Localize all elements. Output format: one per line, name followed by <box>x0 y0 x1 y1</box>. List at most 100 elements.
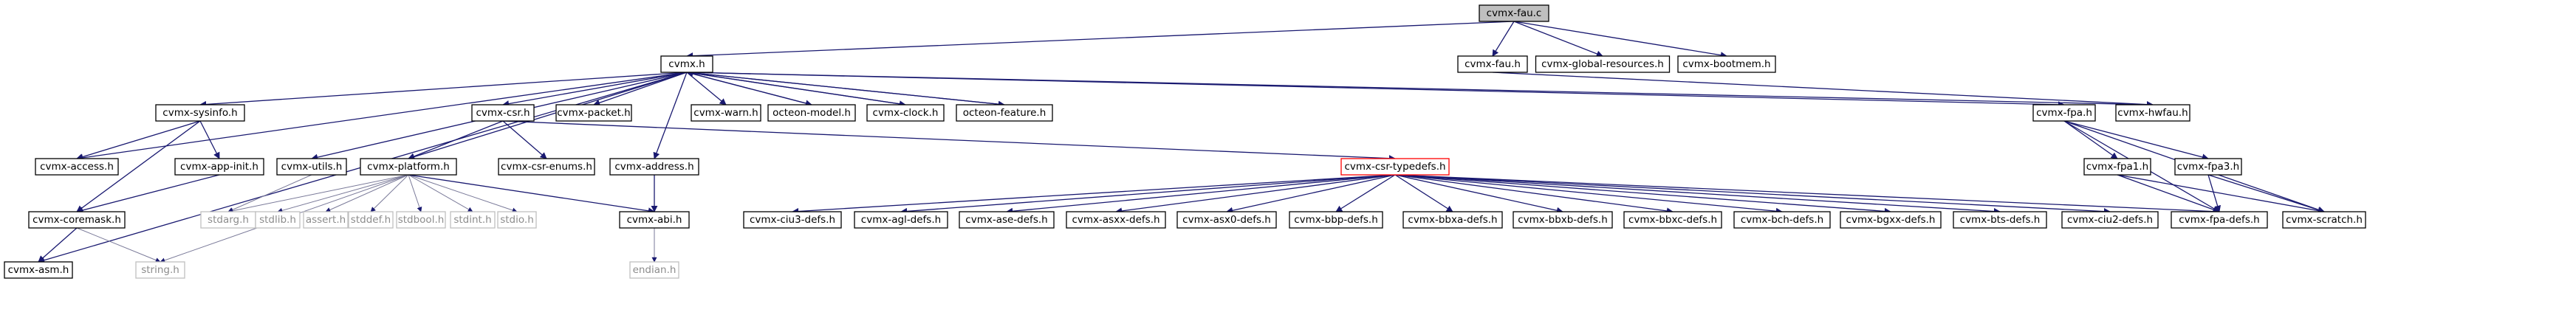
file-node-cvmx-h[interactable]: cvmx.h <box>660 55 713 73</box>
file-node-cvmx-csr-enums-h[interactable]: cvmx-csr-enums.h <box>498 158 595 176</box>
file-node-cvmx-global-resources-h[interactable]: cvmx-global-resources.h <box>1535 55 1671 73</box>
file-node-cvmx-fau-h[interactable]: cvmx-fau.h <box>1457 55 1528 73</box>
file-node-cvmx-ciu2-defs-h[interactable]: cvmx-ciu2-defs.h <box>2061 211 2159 229</box>
edge-cvmx-fpa-h-to-cvmx-fpa1-h <box>2063 120 2118 159</box>
edge-cvmx-csr-typedefs-h-to-cvmx-agl-defs-h <box>900 174 1396 215</box>
file-node-cvmx-coremask-h[interactable]: cvmx-coremask.h <box>28 211 126 229</box>
edge-cvmx-platform-h-to-stdarg-h <box>227 174 409 214</box>
file-node-cvmx-scratch-h[interactable]: cvmx-scratch.h <box>2282 211 2366 229</box>
file-node-cvmx-bch-defs-h[interactable]: cvmx-bch-defs.h <box>1733 211 1831 229</box>
edge-cvmx-sysinfo-h-to-cvmx-coremask-h <box>76 120 201 212</box>
file-node-string-h: string.h <box>135 261 185 279</box>
file-node-cvmx-utils-h[interactable]: cvmx-utils.h <box>276 158 347 176</box>
edge-cvmx-h-to-cvmx-address-h <box>653 72 688 159</box>
file-node-cvmx-access-h[interactable]: cvmx-access.h <box>35 158 119 176</box>
file-node-label: cvmx-bbxc-defs.h <box>1628 214 1717 226</box>
file-node-stdio-h: stdio.h <box>497 211 537 229</box>
file-node-label: cvmx-ase-defs.h <box>965 214 1047 226</box>
file-nodes: cvmx-fau.c cvmx-fau.h cvmx-global-resource… <box>4 4 2366 279</box>
file-node-label: cvmx-hwfau.h <box>2117 107 2188 119</box>
edge-cvmx-app-init-h-to-cvmx-coremask-h <box>76 174 220 214</box>
edge-cvmx-h-to-cvmx-access-h <box>76 72 688 162</box>
file-node-label: cvmx-bch-defs.h <box>1741 214 1823 226</box>
edge-cvmx-utils-h-to-stdarg-h <box>227 174 312 212</box>
edge-cvmx-csr-h-to-cvmx-csr-enums-h <box>502 120 547 159</box>
edge-octeon-model-h-to-cvmx-h <box>686 70 812 105</box>
file-node-cvmx-bootmem-h[interactable]: cvmx-bootmem.h <box>1677 55 1776 73</box>
edge-cvmx-sysinfo-h-to-cvmx-access-h <box>76 120 201 160</box>
file-node-label: cvmx-warn.h <box>693 107 758 119</box>
file-node-label: cvmx-bootmem.h <box>1682 58 1770 70</box>
file-node-cvmx-fau-c[interactable]: cvmx-fau.c <box>1479 4 1549 22</box>
file-node-cvmx-fpa-h[interactable]: cvmx-fpa.h <box>2032 104 2096 122</box>
file-node-cvmx-agl-defs-h[interactable]: cvmx-agl-defs.h <box>854 211 948 229</box>
file-node-label: cvmx-fau.h <box>1465 58 1521 70</box>
edge-cvmx-h-to-cvmx-sysinfo-h <box>199 72 688 108</box>
file-node-cvmx-packet-h[interactable]: cvmx-packet.h <box>555 104 632 122</box>
file-node-cvmx-app-init-h[interactable]: cvmx-app-init.h <box>174 158 264 176</box>
edge-cvmx-fpa1-h-to-cvmx-scratch-h <box>2117 174 2325 215</box>
file-node-cvmx-asxx-defs-h[interactable]: cvmx-asxx-defs.h <box>1066 211 1166 229</box>
edge-cvmx-platform-h-to-stdlib-h <box>277 174 409 213</box>
edge-cvmx-h-to-cvmx-hwfau-h <box>686 72 2154 108</box>
file-node-cvmx-bbxb-defs-h[interactable]: cvmx-bbxb-defs.h <box>1513 211 1613 229</box>
file-node-cvmx-bbp-defs-h[interactable]: cvmx-bbp-defs.h <box>1289 211 1383 229</box>
file-node-endian-h: endian.h <box>629 261 679 279</box>
edge-cvmx-csr-typedefs-h-to-cvmx-bbxc-defs-h <box>1394 174 1674 215</box>
file-node-cvmx-fpa-defs-h[interactable]: cvmx-fpa-defs.h <box>2171 211 2268 229</box>
file-node-label: cvmx-fpa1.h <box>2086 161 2148 173</box>
file-node-label: cvmx-utils.h <box>281 161 343 173</box>
file-node-cvmx-asx0-defs-h[interactable]: cvmx-asx0-defs.h <box>1176 211 1277 229</box>
file-node-cvmx-warn-h[interactable]: cvmx-warn.h <box>691 104 761 122</box>
edge-cvmx-platform-h-to-stdio-h <box>408 174 518 213</box>
edge-cvmx-fpa3-h-to-cvmx-scratch-h <box>2207 174 2325 213</box>
file-node-assert-h: assert.h <box>303 211 349 229</box>
file-node-stdint-h: stdint.h <box>450 211 496 229</box>
file-node-cvmx-ase-defs-h[interactable]: cvmx-ase-defs.h <box>959 211 1055 229</box>
edge-cvmx-platform-h-to-stddef-h <box>370 174 409 212</box>
edge-cvmx-fau-c-to-cvmx-fau-h <box>1492 21 1515 57</box>
file-node-label: stdbool.h <box>398 214 445 226</box>
edge-cvmx-csr-typedefs-h-to-cvmx-asx0-defs-h <box>1226 174 1396 214</box>
edge-cvmx-h-to-cvmx-csr-h <box>502 72 688 108</box>
file-node-label: cvmx-agl-defs.h <box>861 214 941 226</box>
file-node-cvmx-bts-defs-h[interactable]: cvmx-bts-defs.h <box>1953 211 2047 229</box>
edge-cvmx-csr-typedefs-h-to-cvmx-bbp-defs-h <box>1335 174 1396 212</box>
file-node-cvmx-clock-h[interactable]: cvmx-clock.h <box>866 104 945 122</box>
file-node-cvmx-sysinfo-h[interactable]: cvmx-sysinfo.h <box>155 104 245 122</box>
file-node-cvmx-platform-h[interactable]: cvmx-platform.h <box>360 158 457 176</box>
file-node-label: cvmx-address.h <box>614 161 693 173</box>
file-node-label: stdlib.h <box>259 214 296 226</box>
file-node-octeon-feature-h[interactable]: octeon-feature.h <box>956 104 1053 122</box>
file-node-cvmx-bgxx-defs-h[interactable]: cvmx-bgxx-defs.h <box>1840 211 1942 229</box>
file-node-cvmx-fpa3-h[interactable]: cvmx-fpa3.h <box>2174 158 2242 176</box>
file-node-cvmx-fpa1-h[interactable]: cvmx-fpa1.h <box>2083 158 2151 176</box>
file-node-label: stdarg.h <box>208 214 249 226</box>
edge-cvmx-csr-typedefs-h-to-cvmx-asxx-defs-h <box>1115 174 1396 215</box>
edge-cvmx-fpa-h-to-cvmx-fpa3-h <box>2063 120 2209 161</box>
file-node-label: cvmx-asx0-defs.h <box>1182 214 1271 226</box>
file-node-label: cvmx-ciu3-defs.h <box>750 214 835 226</box>
file-node-octeon-model-h[interactable]: octeon-model.h <box>767 104 856 122</box>
edge-cvmx-h-to-cvmx-warn-h <box>686 72 727 105</box>
edge-cvmx-csr-typedefs-h-to-cvmx-ciu2-defs-h <box>1394 174 2111 215</box>
file-node-label: cvmx-fau.c <box>1487 7 1542 19</box>
file-node-cvmx-csr-h[interactable]: cvmx-csr.h <box>471 104 535 122</box>
file-node-cvmx-bbxa-defs-h[interactable]: cvmx-bbxa-defs.h <box>1402 211 1503 229</box>
file-node-cvmx-csr-typedefs-h[interactable]: cvmx-csr-typedefs.h <box>1340 158 1450 176</box>
file-node-label: cvmx-scratch.h <box>2286 214 2363 226</box>
file-node-cvmx-asm-h[interactable]: cvmx-asm.h <box>4 261 73 279</box>
file-node-label: string.h <box>141 264 179 276</box>
file-node-stdbool-h: stdbool.h <box>396 211 446 229</box>
file-node-label: cvmx-sysinfo.h <box>162 107 237 119</box>
file-node-cvmx-hwfau-h[interactable]: cvmx-hwfau.h <box>2115 104 2190 122</box>
file-node-label: stdio.h <box>500 214 534 226</box>
file-node-cvmx-bbxc-defs-h[interactable]: cvmx-bbxc-defs.h <box>1623 211 1722 229</box>
file-node-label: cvmx-app-init.h <box>180 161 258 173</box>
file-node-label: cvmx-bbxa-defs.h <box>1408 214 1497 226</box>
file-node-cvmx-abi-h[interactable]: cvmx-abi.h <box>619 211 690 229</box>
edge-cvmx-csr-typedefs-h-to-cvmx-bgxx-defs-h <box>1394 174 1891 215</box>
file-node-cvmx-ciu3-defs-h[interactable]: cvmx-ciu3-defs.h <box>743 211 842 229</box>
file-node-cvmx-address-h[interactable]: cvmx-address.h <box>609 158 699 176</box>
